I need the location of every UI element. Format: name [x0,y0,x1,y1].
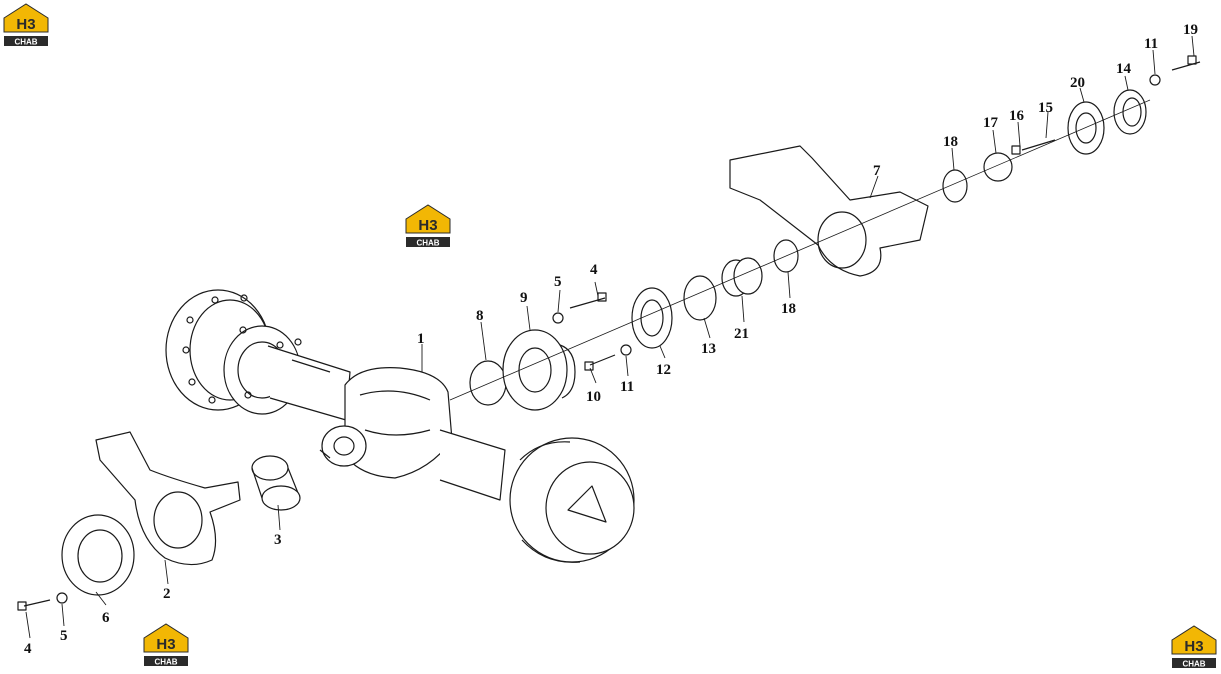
left-mounting-bracket [95,431,241,566]
bolts-center [552,292,632,371]
watermark-logo-bottom-right: H3 CHAB [1168,622,1220,672]
svg-text:CHAB: CHAB [154,658,177,667]
callout-20: 20 [1070,75,1085,91]
callout-8: 8 [476,308,484,324]
callout-4-center: 4 [590,262,598,278]
callout-2: 2 [163,586,171,602]
callout-21: 21 [734,326,749,342]
o-ring-8 [469,360,507,406]
o-ring-13 [683,275,717,321]
callout-10: 10 [586,389,601,405]
callout-17: 17 [983,115,999,131]
flange-9 [502,329,576,411]
svg-text:CHAB: CHAB [1182,660,1205,669]
left-bolt-washer [17,592,68,611]
watermark-logo-center: H3 CHAB [402,201,454,251]
bolt-19 [1171,61,1201,71]
washer-18-upper [942,169,968,203]
svg-text:CHAB: CHAB [14,38,37,47]
sleeve [251,455,301,511]
svg-text:H3: H3 [1184,638,1203,655]
callout-5-left: 5 [60,628,68,644]
svg-text:H3: H3 [156,636,175,653]
svg-text:H3: H3 [418,217,437,234]
callout-4-left: 4 [24,641,32,657]
callout-14: 14 [1116,61,1132,77]
left-flange [61,514,135,596]
callout-3: 3 [274,532,282,548]
callout-13: 13 [701,341,716,357]
bolt-15 [1021,139,1056,151]
callout-6: 6 [102,610,110,626]
callout-1: 1 [417,331,425,347]
washer-11-top [1149,74,1161,86]
callout-5-center: 5 [554,274,562,290]
hub-17 [983,152,1013,182]
callout-19: 19 [1183,22,1198,38]
right-mounting-bracket [729,145,929,277]
flange-12 [631,287,673,349]
callout-15: 15 [1038,100,1053,116]
flange-20 [1067,101,1105,155]
sleeve-21 [721,257,763,297]
svg-text:H3: H3 [16,16,35,33]
watermark-logo-top-left: H3 CHAB [0,0,52,50]
axle-housing [165,289,635,563]
watermark-logo-bottom-left: H3 CHAB [140,620,192,670]
callout-18-lower: 18 [781,301,796,317]
svg-text:CHAB: CHAB [416,239,439,248]
callout-9: 9 [520,290,528,306]
callout-7: 7 [873,163,881,179]
callout-18-upper: 18 [943,134,958,150]
callout-11-top: 11 [1144,36,1158,52]
callout-16: 16 [1009,108,1025,124]
callout-11-center: 11 [620,379,634,395]
callout-12: 12 [656,362,671,378]
